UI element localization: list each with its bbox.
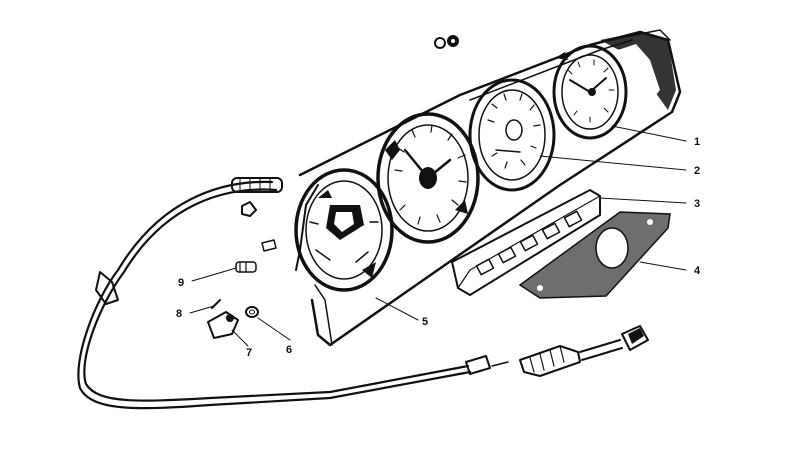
callout-9: 9: [178, 277, 184, 289]
callout-5: 5: [422, 316, 428, 328]
plug-connector: [261, 239, 277, 252]
leader-lines: [189, 125, 687, 347]
callout-6: 6: [286, 344, 292, 356]
gauge-4: [294, 168, 394, 292]
gauge-1: [552, 44, 628, 140]
cable-drive-adapter: [519, 325, 649, 377]
nut-and-washer: [434, 35, 459, 49]
gauge-2: [468, 78, 556, 192]
callout-4: 4: [694, 265, 701, 277]
retaining-pin: [211, 299, 221, 309]
callout-8: 8: [176, 308, 182, 320]
callout-1: 1: [694, 136, 700, 148]
callout-3: 3: [694, 198, 700, 210]
warning-light-strip: [451, 189, 601, 296]
grommet: [241, 201, 257, 217]
callout-2: 2: [694, 165, 700, 177]
speedometer-cable: [77, 177, 509, 410]
knob: [207, 311, 239, 339]
gasket-plate: [518, 211, 671, 299]
callout-7: 7: [246, 347, 252, 359]
instrument-housing: [298, 29, 682, 347]
bulb-socket: [235, 261, 257, 273]
washer-6: [245, 306, 259, 318]
gauge-3: [376, 112, 480, 244]
